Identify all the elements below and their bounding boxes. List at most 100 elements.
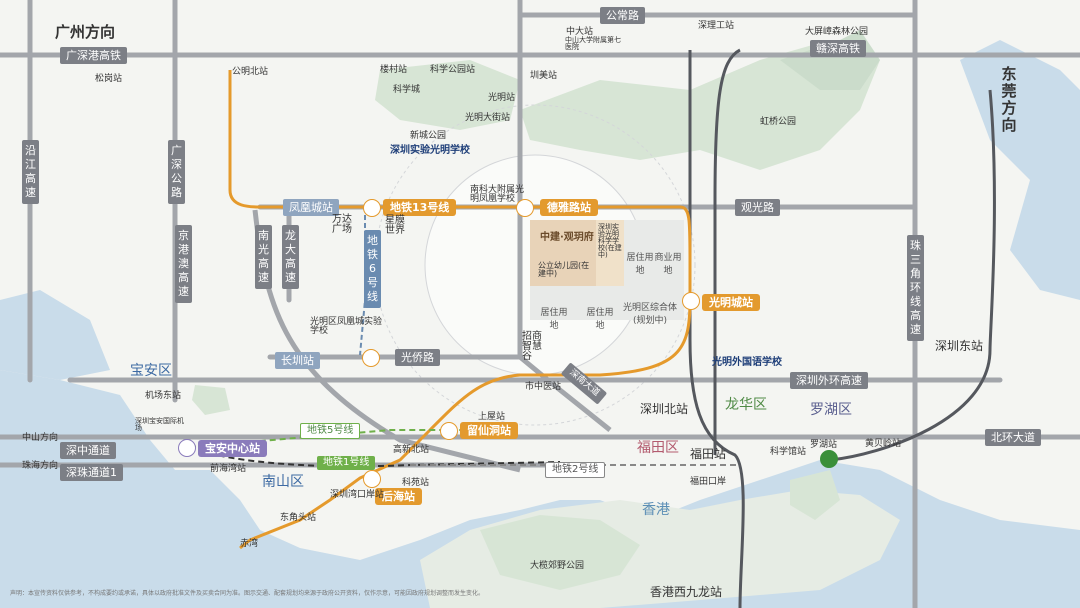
station-shangwu: 上屋站 [478,412,506,422]
park-hongqiao [520,40,880,170]
station-changzhen: 长圳站 [275,352,320,369]
station-gongmingdajie: 光明大街站 [465,113,511,123]
project-plot [530,220,596,286]
poi-zhaoshang: 招商智慧谷 [522,331,542,362]
station-shenzhengongye: 深理工站 [698,21,735,31]
district-baoan: 宝安区 [130,363,172,379]
district-futian: 福田区 [637,440,679,456]
station-loucun: 楼村站 [380,65,408,75]
poi-hospital: 中山大学附属第七医院 [565,36,621,51]
poi-xincheng: 新城公园 [410,131,447,141]
metro-label-line2: 地铁2号线 [545,462,606,478]
rail-hsr-main [688,49,745,608]
poi-wanda: 万达广场 [332,214,352,235]
station-chiwan: 赤湾 [240,539,259,549]
station-deyalu: 德雅路站 [540,199,598,216]
station-zhongda: 中大站 [566,27,594,37]
park-dashaliu-label: 大榄郊野公园 [530,561,585,571]
station-xijiulong: 香港西九龙站 [650,585,723,599]
road-label-shenzhong: 深中通道 [60,442,116,459]
school-plot [596,220,624,286]
plot-block-2 [530,286,684,320]
direction-zhongshan: 中山方向 [22,433,59,443]
station-guangming: 光明站 [488,93,516,103]
station-kexueguan: 科学馆站 [770,447,807,457]
plot-label: 商业用地 [654,253,682,276]
direction-guangzhou: 广州方向 [55,23,116,41]
rail-ganshen [713,48,741,455]
plot-label: 居住用地 [540,308,568,331]
road-shennan [518,355,612,432]
station-gongming: 公明北站 [232,67,269,77]
district-luohu: 罗湖区 [810,402,852,418]
plot-label: 居住用地 [586,308,614,331]
metro-label-line6: 地铁6号线 [364,230,381,308]
metro-label-line1: 地铁1号线 [317,456,376,470]
direction-zhuhai: 珠海方向 [22,461,59,471]
plot-block-1 [624,220,684,286]
station-fumei: 圳美站 [530,71,558,81]
station-huangbeiling: 黄贝岭站 [865,439,902,449]
road-label-guangshen-gl: 广深公路 [168,140,185,204]
station-kexue: 科学公园站 [430,65,476,75]
road-label-guangqiao: 光侨路 [395,349,440,366]
road-label-nanguang: 南光高速 [255,225,272,289]
road-label-guangming: 观光路 [735,199,780,216]
project-name: 中建·观玥府 [540,232,594,243]
station-dongjiaotou: 东角头站 [280,513,317,523]
rail-east [829,89,996,462]
plot-label: 光明区综合体(规划中) [622,303,677,326]
reservoir [960,40,1080,300]
park-hongqiao-label: 虹桥公园 [760,117,797,127]
poi-waiguoyu: 光明外国语学校 [712,357,782,368]
road-label-gongchang: 公常路 [600,7,645,24]
district-hongkong: 香港 [642,502,670,518]
poi-nanke: 南科大附属光明凤凰学校 [470,185,525,204]
station-guangmingcheng: 光明城站 [702,294,760,311]
road-label-ganshen-hsr: 赣深高铁 [810,40,866,57]
district-longhua: 龙华区 [725,397,767,413]
station-qianhaiwan: 前海湾站 [210,464,247,474]
road-label-waihuan: 深圳外环高速 [790,372,868,389]
park-dashaliu [480,515,640,590]
metro-station-icon [178,439,196,457]
station-houhai: 后海站 [375,488,422,505]
road-label-longda: 龙大高速 [282,225,299,289]
station-futian: 福田站 [690,447,727,461]
station-shenzhenbei: 深圳北站 [640,402,689,416]
road-label-beihuan: 北环大道 [985,429,1041,446]
poi-xingjing: 星膜世界 [385,215,405,236]
district-nanshan: 南山区 [262,474,304,490]
road-label-guangshen-hsr: 广深港高铁 [60,47,127,64]
metro-label-line5: 地铁5号线 [300,423,361,439]
station-gaoxinbei: 高新北站 [393,445,430,455]
metro-station-icon [362,349,380,367]
road-label-yanjiang: 沿江高速 [22,140,39,204]
poi-kindergarten: 公立幼儿园(在建中) [538,261,590,278]
station-keyuan: 科苑站 [402,478,430,488]
direction-dongguan-label: 东莞方向 [1001,65,1017,134]
park-damaishan-label: 大屏嶂森林公园 [805,27,869,37]
disclaimer: 声明：本宣传资料仅供参考，不构成要约或承诺，具体以政府批准文件及买卖合同为准。图… [10,589,485,597]
road-label-shenzhu: 深珠通道1 [60,464,123,481]
metro-label-line13: 地铁13号线 [383,199,457,216]
metro-station-icon [363,199,381,217]
station-shenzhenwan: 深圳湾口岸站 [330,490,385,500]
plot-label: 居住用地 [626,253,654,276]
metro-station-icon [440,422,458,440]
poi-school9: 深圳实验光明科学学校(在建中) [598,223,622,259]
station-futiankouan: 福田口岸 [690,477,727,487]
radius-ring-outer [374,104,696,426]
island-park [790,470,840,520]
road-label-jinggangao: 京港澳高速 [175,225,192,303]
poi-airport: 深圳宝安国际机场 [135,417,184,432]
station-songgang: 松岗站 [95,74,123,84]
direction-dongguan: 东莞方向 [1000,66,1018,134]
road-label-sanjiao: 珠三角环线高速 [907,235,924,341]
station-liuxiandong: 留仙洞站 [460,422,518,439]
station-jichangdong: 机场东站 [145,391,182,401]
station-luohu: 罗湖站 [810,440,838,450]
metro-line13 [228,70,692,550]
poi-fenghuangcheng: 光明区凤凰城实验学校 [310,317,383,336]
